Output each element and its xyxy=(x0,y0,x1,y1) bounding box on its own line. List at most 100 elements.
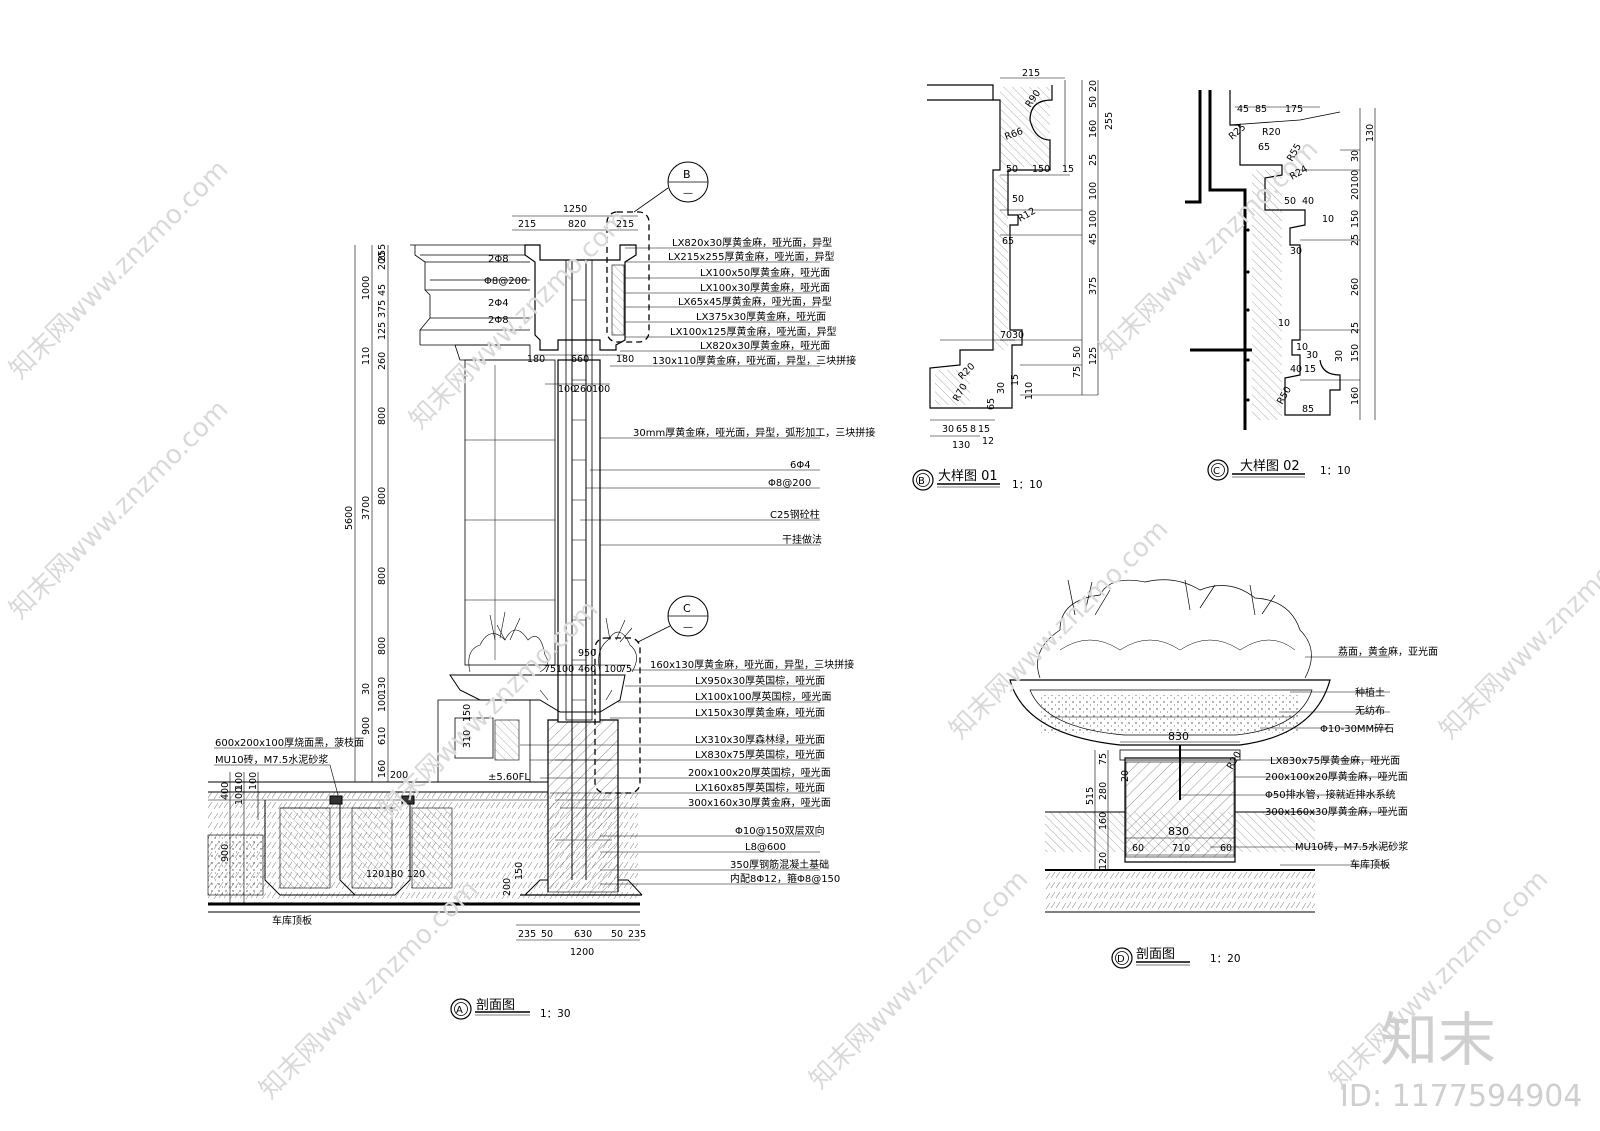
dim-text: 5600 xyxy=(344,506,355,530)
detail-c-scale: 1：10 xyxy=(1320,465,1351,477)
section-a-scale: 1：30 xyxy=(540,1008,571,1020)
dim-text: 175 xyxy=(1285,104,1303,115)
dim-text: 310 xyxy=(462,730,473,748)
rebar-label: 2Φ8 xyxy=(488,315,509,326)
dim-text: 800 xyxy=(377,487,388,505)
dim-text: 20 xyxy=(1088,80,1099,92)
material-label: L8@600 xyxy=(745,842,786,853)
material-label: LX830x75厚英国棕，哑光面 xyxy=(695,748,825,761)
dim-text: 75 xyxy=(1072,366,1083,378)
dim-text: 100 xyxy=(592,384,610,395)
dim-text: 160 xyxy=(377,760,388,778)
dim-text: 215 xyxy=(616,219,634,230)
dim-text: 50 xyxy=(1006,164,1018,175)
dim-text: 30 xyxy=(942,424,954,435)
material-label: Φ50排水管，接就近排水系统 xyxy=(1265,788,1396,801)
material-label: Φ10@150双层双向 xyxy=(735,824,825,837)
material-label: LX150x30厚黄金麻，哑光面 xyxy=(695,706,825,719)
dim-text: 25 xyxy=(1088,154,1099,166)
dim-text: 800 xyxy=(377,407,388,425)
dim-text: 20 xyxy=(1120,770,1131,782)
dim-text: 100 xyxy=(1088,182,1099,200)
dim-text: 180 xyxy=(616,354,634,365)
dim-text: 30 xyxy=(1012,330,1024,341)
section-d-drawing xyxy=(1009,579,1390,969)
material-label: LX375x30厚黄金麻，哑光面 xyxy=(696,310,826,323)
material-label: 600x200x100厚烧面黑，菠枝面 xyxy=(215,736,364,749)
dim-text: 120 xyxy=(407,869,425,880)
material-label: 350厚钢筋混凝土基础 xyxy=(730,858,829,871)
dim-text: 125 xyxy=(377,322,388,340)
material-label: LX160x85厚英国棕，哑光面 xyxy=(695,781,825,794)
dim-text: 180 xyxy=(527,354,545,365)
callout-c-sub: — xyxy=(683,622,693,633)
dim-text: 10 xyxy=(1296,342,1308,353)
detail-c-title: 大样图 02 xyxy=(1240,459,1300,474)
dim-text: 660 xyxy=(571,354,589,365)
detail-b-text: 大样图 01 B 1：10 20 50 255 160 25 100 100 4… xyxy=(918,68,1115,491)
dim-text: 65 xyxy=(986,398,997,410)
dim-text: 15 xyxy=(1304,364,1316,375)
dim-text: 15 xyxy=(1010,374,1021,386)
material-label: LX950x30厚英国棕，哑光面 xyxy=(695,674,825,687)
material-label: MU10砖，M7.5水泥砂浆 xyxy=(1295,840,1408,853)
dim-text: 255 xyxy=(1104,112,1115,130)
dim-text: 830 xyxy=(1168,730,1189,743)
section-a-drawing xyxy=(207,161,820,1020)
dim-text: 75 xyxy=(1098,753,1109,765)
dim-text: 30 xyxy=(1306,350,1318,361)
detail-b-title: 大样图 01 xyxy=(938,469,998,484)
dim-text: 1250 xyxy=(563,204,587,215)
dim-text: 150 xyxy=(514,862,525,880)
detail-b-drawing xyxy=(912,77,1099,491)
dim-text: 100 xyxy=(377,694,388,712)
dim-text: 130 xyxy=(952,440,970,451)
material-label: 130x110厚黄金麻，哑光面，异型，三块拼接 xyxy=(652,354,856,367)
material-label: MU10砖，M7.5水泥砂浆 xyxy=(215,753,328,766)
dim-text: 160 xyxy=(1088,120,1099,138)
watermark-text: 知末网www.znzmo.com xyxy=(254,874,485,1105)
dim-text: 215 xyxy=(1022,68,1040,79)
dim-text: 40 xyxy=(1302,196,1314,207)
dim-text: 820 xyxy=(568,219,586,230)
dim-text: R20 xyxy=(1262,127,1281,138)
material-label: C25钢砼柱 xyxy=(770,508,820,521)
dim-text: R12 xyxy=(1016,206,1038,225)
material-label: Φ10-30MM碎石 xyxy=(1320,722,1394,735)
dim-text: 50 xyxy=(1284,196,1296,207)
dim-text: 235 xyxy=(518,929,536,940)
dim-text: 50 xyxy=(611,929,623,940)
dim-text: 375 xyxy=(377,300,388,318)
dim-text: 130 xyxy=(377,677,388,695)
dim-text: 60 xyxy=(1132,843,1144,854)
material-label: 160x130厚黄金麻，哑光面，异型，三块拼接 xyxy=(650,658,854,671)
dim-text: 150 xyxy=(462,704,473,722)
dim-text: 15 xyxy=(978,424,990,435)
dim-text: R20 xyxy=(1225,750,1244,772)
dim-text: 460 xyxy=(578,664,596,675)
dim-text: 60 xyxy=(1220,843,1232,854)
dim-text: 630 xyxy=(574,929,592,940)
dim-text: 260 xyxy=(574,384,592,395)
watermark-text: 知末网www.znzmo.com xyxy=(4,154,235,385)
dim-text: 130 xyxy=(1365,124,1376,142)
watermark-text: 知末网www.znzmo.com xyxy=(1434,514,1600,745)
dim-text: 10 xyxy=(1278,318,1290,329)
dim-text: 160 xyxy=(1350,387,1361,405)
dim-text: 800 xyxy=(377,567,388,585)
section-a-text: 剖面图 A 1：30 B — C — 1250 215 820 215 180 … xyxy=(215,168,875,1020)
material-label: 种植土 xyxy=(1355,686,1385,699)
dim-text: 120 xyxy=(1098,852,1109,870)
rebar-label: 2Φ4 xyxy=(488,298,509,309)
dim-text: 85 xyxy=(1255,104,1267,115)
material-label: LX820x30厚黄金麻，哑光面，异型 xyxy=(672,236,832,249)
callout-b-sub: — xyxy=(683,188,693,199)
brand-logo-text: 知末 xyxy=(1380,1006,1496,1074)
dim-text: 260 xyxy=(377,352,388,370)
dim-text: 75 xyxy=(544,664,556,675)
material-label: LX100x100厚英国棕，哑光面 xyxy=(695,690,832,703)
material-label: 无纺布 xyxy=(1355,704,1385,717)
dim-text: 120 xyxy=(366,869,384,880)
dim-text: 50 xyxy=(1012,194,1024,205)
dim-text: 15 xyxy=(1062,164,1074,175)
